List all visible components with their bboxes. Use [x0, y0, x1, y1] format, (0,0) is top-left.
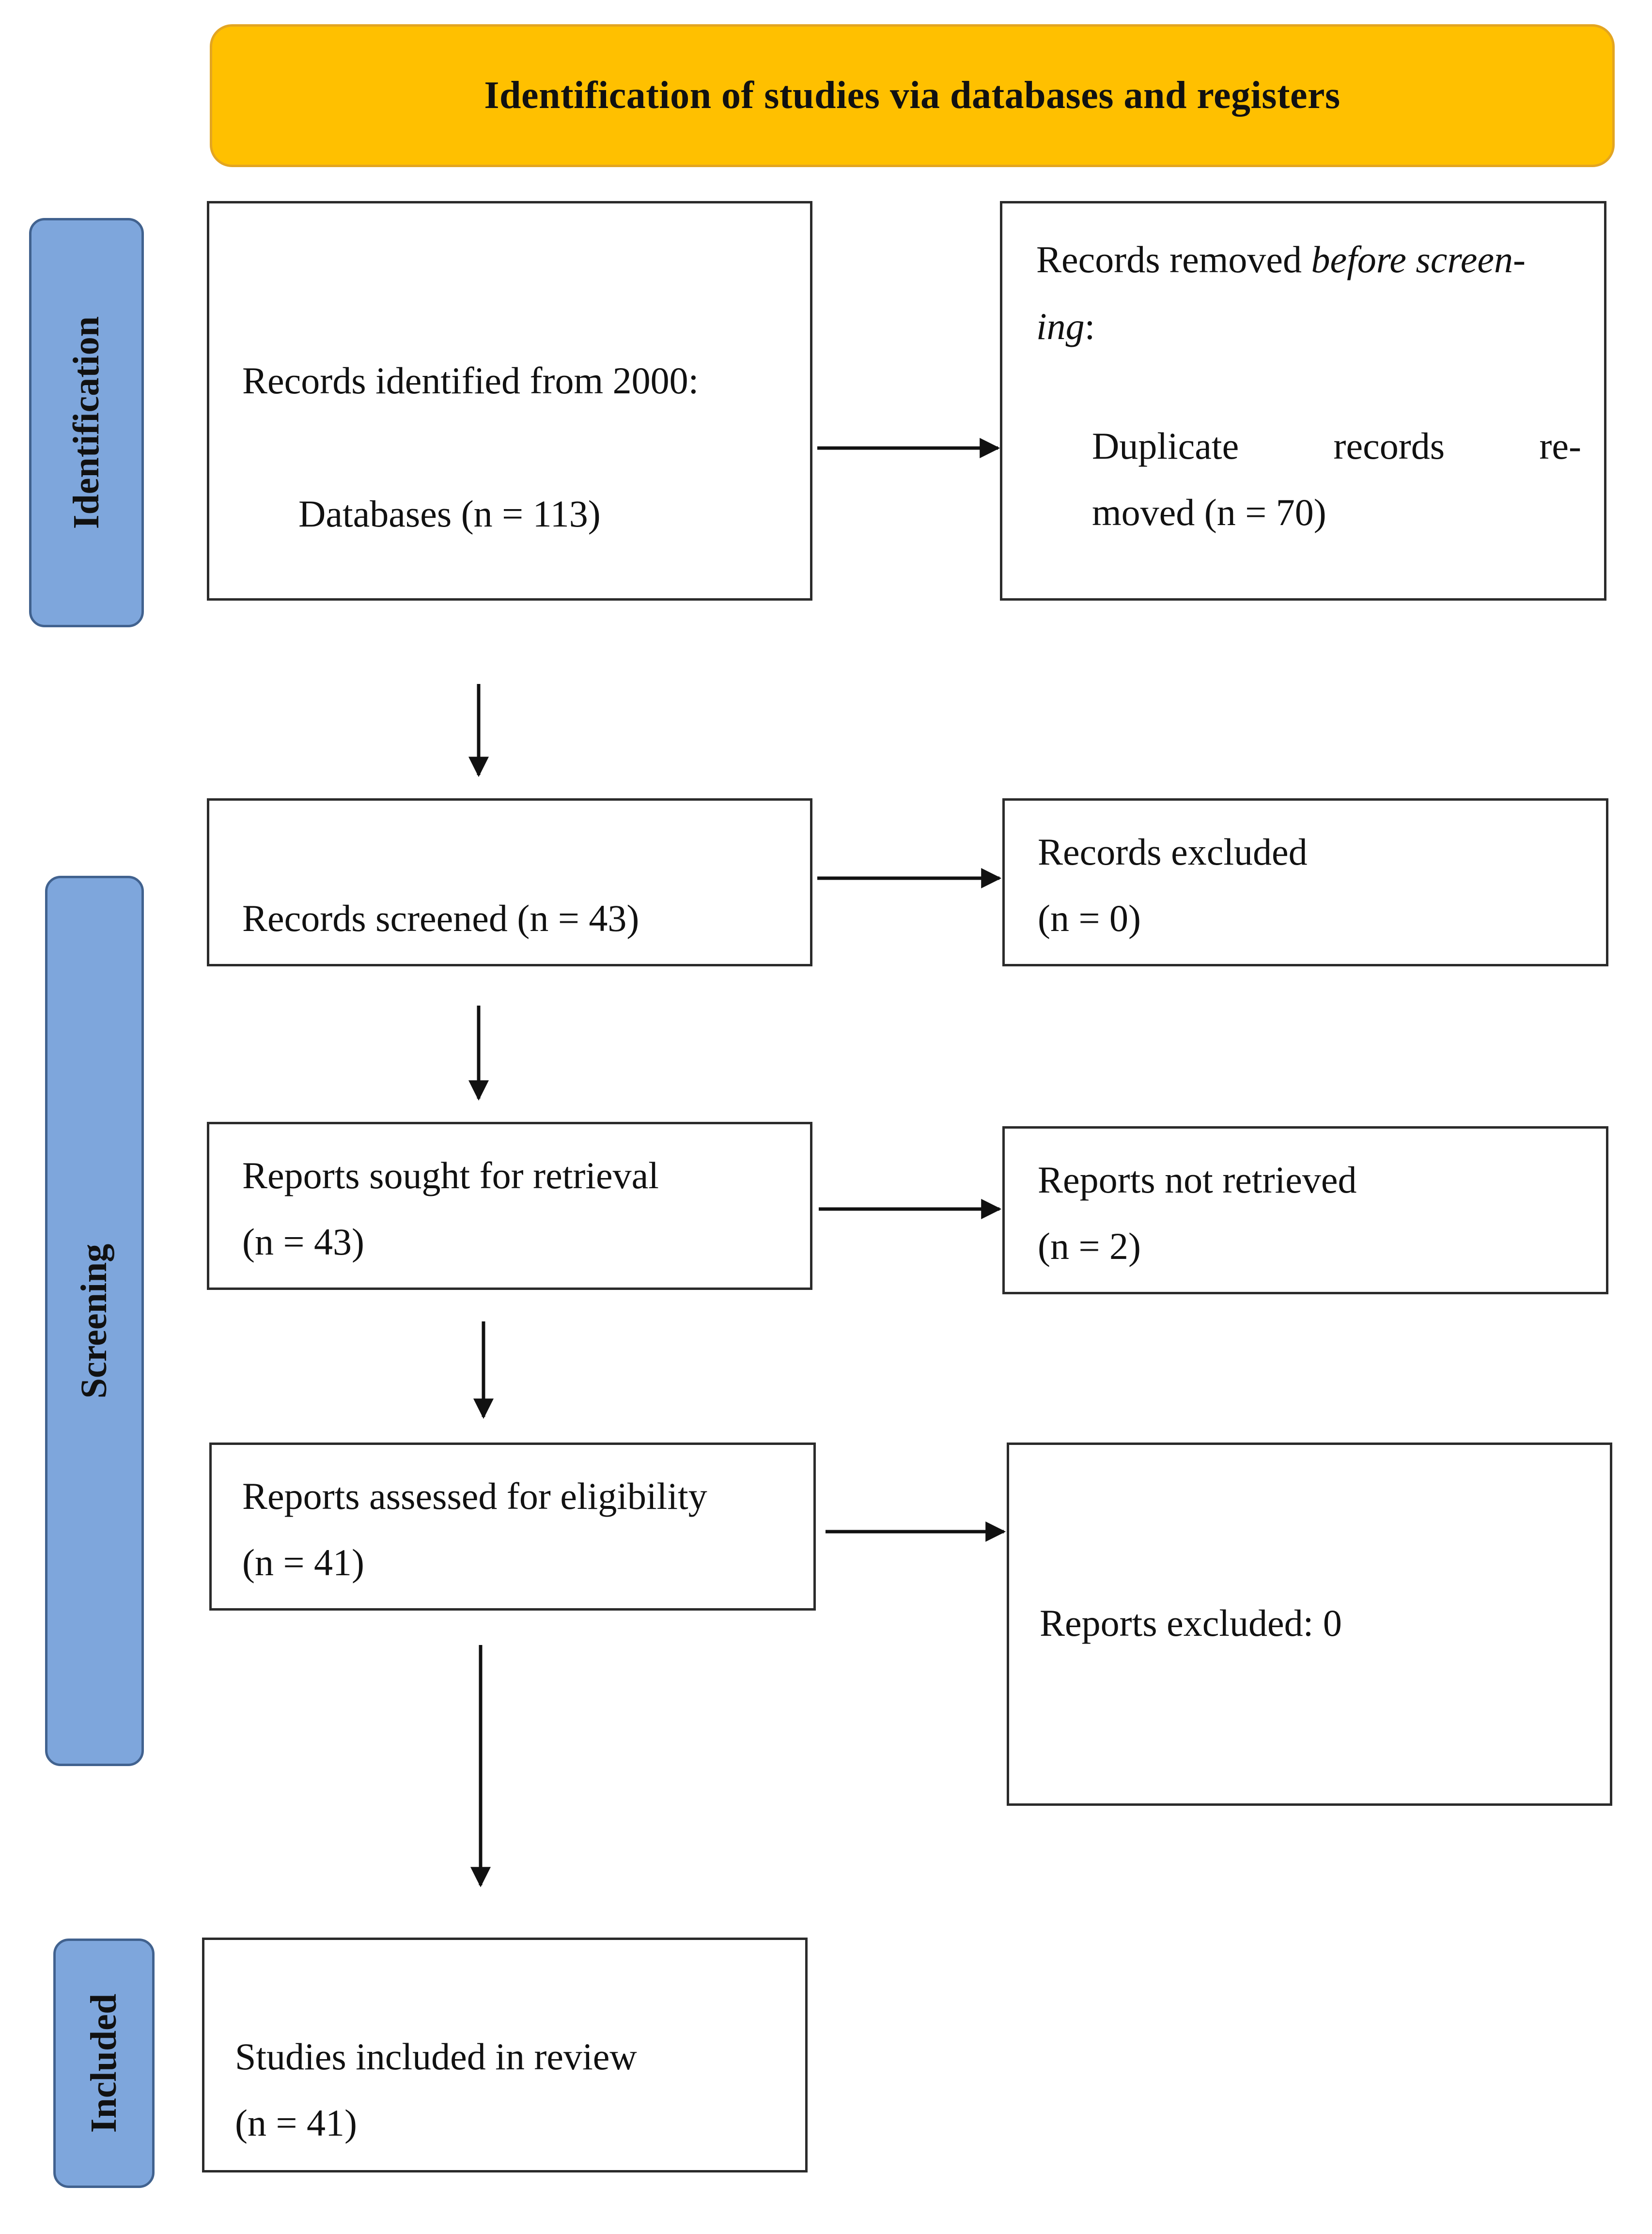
databases-count-text: Databases (n = 113) — [298, 493, 601, 535]
reports-assessed-box: Reports assessed for eligibility (n = 41… — [209, 1443, 816, 1611]
records-removed-prefix: Records removed — [1036, 238, 1311, 280]
records-screened-text: Records screened (n = 43) — [242, 897, 639, 939]
studies-included-box: Studies included in review (n = 41) — [202, 1938, 808, 2172]
dup-word-1: Duplicate — [1092, 425, 1239, 467]
records-excluded-count: (n = 0) — [1038, 897, 1141, 939]
records-removed-line1: Records removed before screen- — [1036, 228, 1526, 292]
reports-excluded-box: Reports excluded: 0 — [1007, 1443, 1612, 1806]
phase-included: Included — [53, 1939, 155, 2188]
records-excluded-text: Records excluded — [1038, 831, 1308, 873]
records-excluded-box: Records excluded (n = 0) — [1002, 798, 1608, 966]
reports-sought-text: Reports sought for retrieval — [242, 1154, 659, 1196]
phase-screening: Screening — [45, 876, 144, 1766]
studies-included-text: Studies included in review — [235, 2035, 637, 2078]
records-removed-italic-2: ing — [1036, 305, 1085, 347]
records-removed-italic: before screen- — [1311, 238, 1526, 280]
reports-assessed-count: (n = 41) — [242, 1541, 364, 1583]
reports-sought-box: Reports sought for retrieval (n = 43) — [207, 1122, 812, 1290]
duplicate-records-line2: moved (n = 70) — [1092, 491, 1326, 533]
dup-word-2: records — [1333, 425, 1445, 467]
studies-included-count: (n = 41) — [235, 2102, 357, 2144]
records-removed-colon: : — [1084, 305, 1095, 347]
header-title: Identification of studies via databases … — [484, 74, 1340, 117]
reports-sought-count: (n = 43) — [242, 1221, 364, 1263]
reports-not-retrieved-count: (n = 2) — [1038, 1225, 1141, 1267]
reports-not-retrieved-text: Reports not retrieved — [1038, 1159, 1357, 1201]
reports-excluded-text: Reports excluded: 0 — [1040, 1602, 1342, 1644]
records-identified-box: Records identified from 2000: Databases … — [207, 201, 812, 601]
phase-identification: Identification — [29, 218, 144, 627]
records-screened-box: Records screened (n = 43) — [207, 798, 812, 966]
duplicate-records-line1: Duplicate records re- — [1092, 414, 1581, 479]
dup-word-3: re- — [1539, 425, 1581, 467]
reports-assessed-text: Reports assessed for eligibility — [242, 1475, 707, 1517]
records-identified-text: Records identified from 2000: — [242, 359, 699, 402]
records-removed-line2: ing: — [1036, 295, 1095, 359]
reports-not-retrieved-box: Reports not retrieved (n = 2) — [1002, 1126, 1608, 1294]
header-banner: Identification of studies via databases … — [210, 24, 1615, 167]
records-removed-box: Records removed before screen- ing: Dupl… — [1000, 201, 1606, 601]
